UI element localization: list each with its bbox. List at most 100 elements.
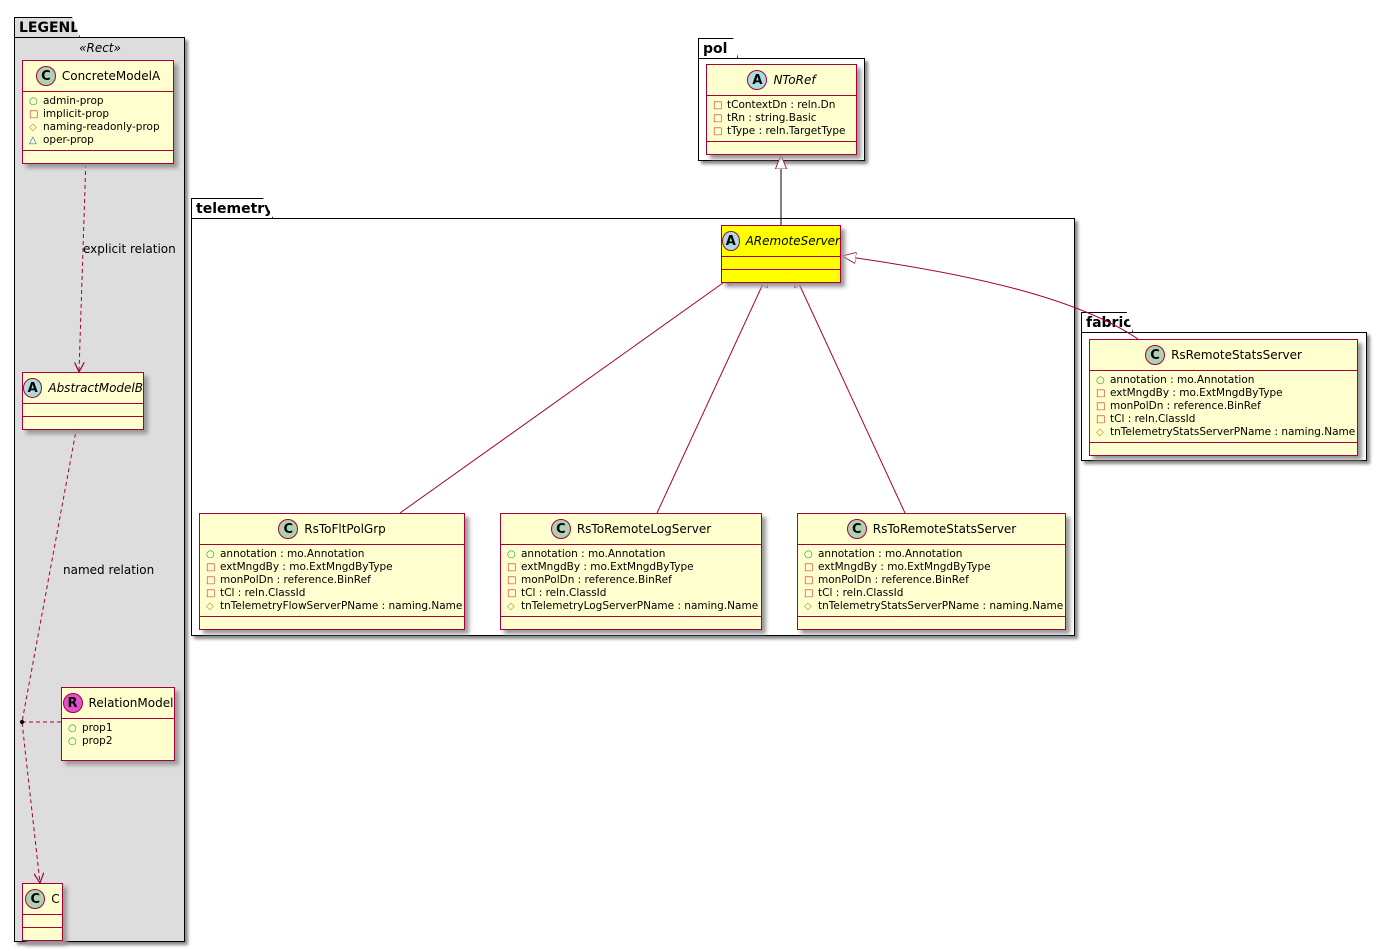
private-icon: □ xyxy=(1096,414,1106,425)
public-icon: ○ xyxy=(68,723,77,734)
attributes-section: ○annotation : mo.Annotation□extMngdBy : … xyxy=(798,544,1065,616)
attribute-text: tCl : reln.ClassId xyxy=(220,587,306,599)
attributes-section: ○annotation : mo.Annotation□extMngdBy : … xyxy=(1090,370,1357,442)
class-kind-C-icon: C xyxy=(846,519,867,539)
attributes-section: ○annotation : mo.Annotation□extMngdBy : … xyxy=(200,544,464,616)
attribute: ○ annotation : mo.Annotation xyxy=(206,548,458,561)
methods-section xyxy=(23,416,143,429)
legend-stereotype: «Rect» xyxy=(79,41,121,55)
attribute: □extMngdBy : mo.ExtMngdByType xyxy=(206,561,458,574)
class-name: C xyxy=(51,892,60,906)
methods-section xyxy=(23,150,173,163)
attribute-text: tnTelemetryLogServerPName : naming.Name xyxy=(521,600,759,612)
class-header: C ConcreteModelA xyxy=(23,61,173,91)
class-header: A AbstractModelB xyxy=(23,373,143,403)
attribute-text: tContextDn : reln.Dn xyxy=(727,99,836,111)
attributes-section: ○prop1○prop2 xyxy=(62,718,174,751)
attribute-text: annotation : mo.Annotation xyxy=(220,548,365,560)
attribute: ◇ tnTelemetryFlowServerPName : naming.Nam… xyxy=(206,600,462,613)
explicit-relation-line xyxy=(79,156,87,372)
attribute: □monPolDn : reference.BinRef xyxy=(206,574,458,587)
attribute: ○annotation : mo.Annotation xyxy=(507,548,755,561)
class-kind-C-icon: C xyxy=(1145,345,1166,365)
private-icon: □ xyxy=(29,109,39,120)
protected-icon: ◇ xyxy=(1096,427,1104,438)
attributes-section xyxy=(23,403,143,416)
class-ARemoteServer[interactable]: A ARemoteServer xyxy=(721,225,841,283)
attribute: ◇ naming-readonly-prop xyxy=(29,121,167,134)
methods-section xyxy=(23,927,62,940)
class-RsToRemoteLogServer[interactable]: C RsToRemoteLogServer ○annotation : mo.Ann… xyxy=(500,513,762,630)
methods-section xyxy=(1090,442,1357,455)
named-relation-line xyxy=(21,419,79,883)
class-kind-A-icon: A xyxy=(747,70,768,90)
attribute-text: tType : reln.TargetType xyxy=(727,125,846,137)
private-icon: □ xyxy=(1096,388,1106,399)
explicit-relation-label: explicit relation xyxy=(83,242,176,256)
class-AbstractModelB[interactable]: A AbstractModelB xyxy=(22,372,144,430)
methods-section xyxy=(501,616,761,629)
protected-icon: ◇ xyxy=(29,122,37,133)
attribute: □extMngdBy : mo.ExtMngdByType xyxy=(804,561,1059,574)
class-kind-C-icon: C xyxy=(25,889,46,909)
attribute: □extMngdBy : mo.ExtMngdByType xyxy=(507,561,755,574)
class-name: AbstractModelB xyxy=(48,381,143,395)
class-header: C RsToRemoteLogServer xyxy=(501,514,761,544)
class-ConcreteModelA[interactable]: C ConcreteModelA ○admin-prop□implicit-prop… xyxy=(22,60,174,164)
attribute: △oper-prop xyxy=(29,134,167,147)
class-name: NToRef xyxy=(773,73,816,87)
methods-section xyxy=(707,141,856,154)
private-icon: □ xyxy=(507,588,517,599)
methods-section xyxy=(200,616,464,629)
attribute-text: tCl : reln.ClassId xyxy=(521,587,607,599)
attribute-text: monPolDn : reference.BinRef xyxy=(521,574,672,586)
private-icon: □ xyxy=(804,575,814,586)
attributes-section: ○annotation : mo.Annotation□extMngdBy : … xyxy=(501,544,761,616)
class-kind-C-icon: C xyxy=(35,66,56,86)
attribute-text: tCl : reln.ClassId xyxy=(818,587,904,599)
attribute-text: extMngdBy : mo.ExtMngdByType xyxy=(220,561,393,573)
inherit-RsRemoteStatsServer xyxy=(842,256,1139,340)
protected-icon: ◇ xyxy=(206,601,214,612)
public-icon: ○ xyxy=(1096,375,1105,386)
class-kind-A-icon: A xyxy=(722,231,740,251)
attribute: □monPolDn : reference.BinRef xyxy=(1096,400,1351,413)
attribute: □monPolDn : reference.BinRef xyxy=(507,574,755,587)
attribute: ○annotation : mo.Annotation xyxy=(804,548,1059,561)
protected-icon: ◇ xyxy=(507,601,515,612)
package-fabric-tab: fabric xyxy=(1081,312,1133,332)
class-kind-C-icon: C xyxy=(550,519,571,539)
attribute-text: tnTelemetryFlowServerPName : naming.Name xyxy=(220,600,463,612)
attribute: ○ prop1 xyxy=(68,722,168,735)
attribute-text: tnTelemetryStatsServerPName : naming.Nam… xyxy=(1110,426,1356,438)
class-name: ConcreteModelA xyxy=(61,69,161,83)
class-kind-C-icon: C xyxy=(278,519,299,539)
attribute: □ tCl : reln.ClassId xyxy=(206,587,458,600)
attribute: ◇ tnTelemetryLogServerPName : naming.Name xyxy=(507,600,759,613)
attribute-text: annotation : mo.Annotation xyxy=(1110,374,1255,386)
class-kind-A-icon: A xyxy=(23,378,43,398)
private-icon: □ xyxy=(206,588,216,599)
attributes-section: ○admin-prop□implicit-prop◇naming-readonl… xyxy=(23,91,173,150)
class-header: A ARemoteServer xyxy=(722,226,840,256)
attribute: ◇ tnTelemetryStatsServerPName : naming.Na… xyxy=(1096,426,1355,439)
inherit-RsToRemoteLogServer xyxy=(656,273,768,514)
class-name: ARemoteServer xyxy=(745,234,840,248)
attribute-text: tCl : reln.ClassId xyxy=(1110,413,1196,425)
attribute-text: naming-readonly-prop xyxy=(43,121,160,133)
attribute: □monPolDn : reference.BinRef xyxy=(804,574,1059,587)
attribute-text: oper-prop xyxy=(43,134,94,146)
class-name: RsToRemoteLogServer xyxy=(576,522,712,536)
attribute-text: prop1 xyxy=(82,722,113,734)
public-icon: ○ xyxy=(206,549,215,560)
class-kind-R-icon: R xyxy=(62,693,83,713)
